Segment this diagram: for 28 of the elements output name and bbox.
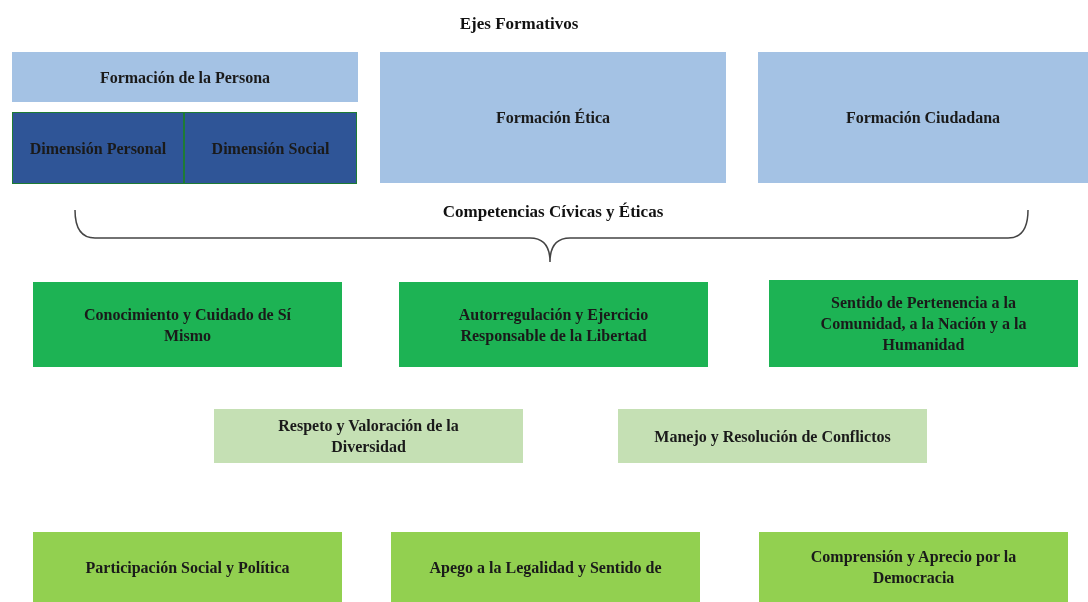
box-label: Manejo y Resolución de Conflictos	[654, 426, 891, 447]
category-box	[399, 282, 708, 367]
category-box	[391, 532, 700, 602]
box-label: Sentido de Pertenencia a la Comunidad, a la Nación y a la Humanidad	[819, 293, 1028, 355]
box-label: Dimensión Social	[211, 138, 330, 159]
category-box	[618, 409, 927, 463]
category-box	[758, 52, 1088, 183]
category-box	[214, 409, 523, 463]
brace-label: Competencias Cívicas y Éticas	[442, 202, 664, 222]
category-box	[33, 532, 342, 602]
box-label: Autorregulación y Ejercicio Responsable de la Libertad	[457, 304, 650, 346]
category-box	[12, 112, 184, 184]
category-box	[380, 52, 726, 183]
category-box	[12, 52, 358, 102]
box-label: Participación Social y Política	[85, 557, 290, 578]
box-label: Formación Ética	[495, 107, 611, 128]
category-box	[759, 532, 1068, 602]
box-label: Respeto y Valoración de la Diversidad	[277, 416, 460, 457]
box-label: Comprensión y Aprecio por la Democracia	[809, 547, 1018, 588]
box-label: Conocimiento y Cuidado de Sí Mismo	[82, 304, 293, 346]
box-label: Formación de la Persona	[99, 67, 271, 88]
category-box	[769, 280, 1078, 367]
box-label: Formación Ciudadana	[845, 108, 1001, 128]
diagram-title: Ejes Formativos	[459, 14, 579, 34]
box-label: Dimensión Personal	[29, 138, 167, 159]
box-label: Apego a la Legalidad y Sentido de	[429, 557, 662, 578]
category-box	[33, 282, 342, 367]
category-box	[184, 112, 357, 184]
